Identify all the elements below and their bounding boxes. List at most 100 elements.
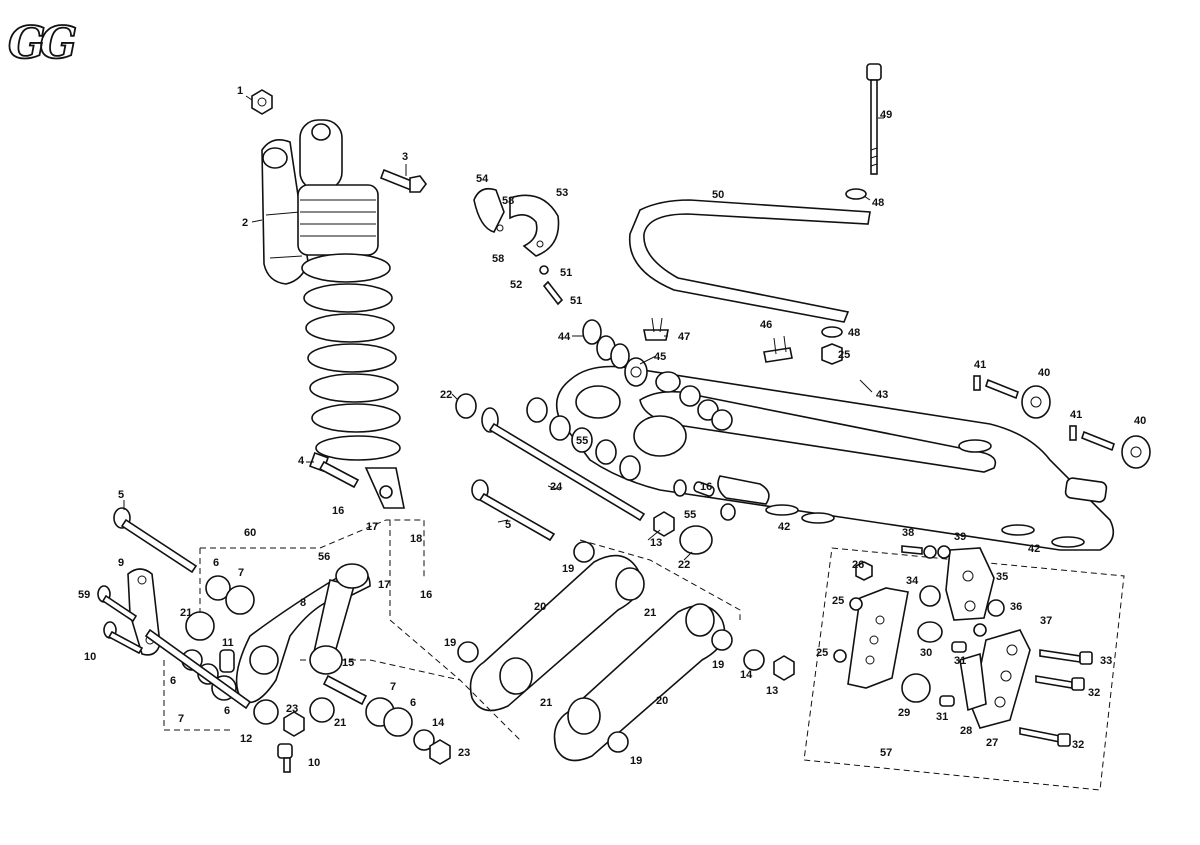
- callout-20-upper: 20: [534, 601, 546, 613]
- callout-26: 26: [852, 559, 864, 571]
- washer-part-21-lower: [309, 697, 335, 723]
- group-57-box: [803, 547, 1125, 791]
- callout-50: 50: [712, 189, 724, 201]
- callout-25-top: 25: [838, 349, 850, 361]
- spacer-part-15: [322, 674, 368, 706]
- brand-logo-text: GG: [8, 18, 76, 69]
- callout-39: 39: [954, 531, 966, 543]
- chain-pads-42-left: [765, 504, 835, 524]
- group-60-box-right: [389, 520, 521, 741]
- callout-21-lower: 21: [334, 717, 346, 729]
- bolt-part-49: [866, 63, 882, 175]
- bolt-part-38: [901, 545, 937, 559]
- callout-6-upper: 6: [213, 557, 219, 569]
- bolt-part-10-lower: [277, 743, 293, 773]
- callout-19-c: 19: [712, 659, 724, 671]
- callout-4: 4: [298, 455, 305, 467]
- callout-30: 30: [920, 647, 932, 659]
- callout-19-d: 19: [630, 755, 642, 767]
- callout-41-lower: 41: [1070, 409, 1082, 421]
- callout-31-lower: 31: [936, 711, 948, 723]
- callout-31-upper: 31: [954, 655, 966, 667]
- rocker-arm: [235, 563, 371, 725]
- callout-2: 2: [242, 217, 248, 229]
- callout-33: 33: [1100, 655, 1112, 667]
- nut-part-13-top: [653, 511, 675, 537]
- dogbone-link-lower: [553, 603, 726, 762]
- chain-pads-42-right: [1001, 524, 1085, 548]
- callout-32-lower: 32: [1072, 739, 1084, 751]
- nut-part-13-right: [773, 655, 795, 681]
- bolt-part-10-left: [103, 621, 144, 655]
- callout-6-right: 6: [410, 697, 416, 709]
- bearing-set-44-45: [582, 319, 648, 387]
- callout-40-upper: 40: [1038, 367, 1050, 379]
- bushings-part-19: [457, 541, 733, 753]
- callout-43: 43: [876, 389, 888, 401]
- callout-23-upper: 23: [286, 703, 298, 715]
- callout-25-box-lower: 25: [816, 647, 828, 659]
- nut-part-26-box: [855, 561, 873, 581]
- dogbone-link-upper: [469, 554, 645, 712]
- callout-16-right: 16: [420, 589, 432, 601]
- chain-adjuster-lower: [1069, 425, 1151, 469]
- callout-10-lower: 10: [308, 757, 320, 769]
- callout-52: 52: [510, 279, 522, 291]
- callout-32-upper: 32: [1088, 687, 1100, 699]
- callout-20-lower: 20: [656, 695, 668, 707]
- plate-part-27-28: [959, 629, 1031, 729]
- callout-55-lower: 55: [684, 509, 696, 521]
- bushings-part-6-7-upper: [205, 575, 255, 615]
- callout-21-left: 21: [180, 607, 192, 619]
- pins-part-31: [939, 641, 967, 707]
- clip-part-47: [643, 317, 669, 341]
- callout-9: 9: [118, 557, 124, 569]
- cap-part-22-bottom: [679, 525, 713, 555]
- callout-25-box-upper: 25: [832, 595, 844, 607]
- washer-part-25-upper: [849, 597, 863, 611]
- nut-part-23-lower: [429, 739, 451, 765]
- chain-guide-bracket: [473, 187, 564, 306]
- callout-21-link-lower: 21: [540, 697, 552, 709]
- nut-part-25-top: [821, 343, 843, 365]
- callout-3: 3: [402, 151, 408, 163]
- callout-15: 15: [342, 657, 354, 669]
- washer-part-14-right: [743, 649, 765, 671]
- washer-part-37: [973, 623, 987, 637]
- shock-absorber: [261, 119, 405, 509]
- bolt-part-4: [309, 452, 360, 489]
- callout-19-b: 19: [444, 637, 456, 649]
- callout-47: 47: [678, 331, 690, 343]
- group-box-links: [579, 539, 741, 620]
- callout-19-a: 19: [562, 563, 574, 575]
- washer-part-48-bottom: [821, 326, 843, 338]
- leader-lines: [123, 95, 884, 561]
- nut-part-23-upper: [283, 711, 305, 737]
- callout-1: 1: [237, 85, 243, 97]
- pivot-bushings: [655, 371, 733, 431]
- plate-part-34-35: [919, 547, 995, 621]
- nut-part-1: [251, 89, 273, 115]
- callout-18: 18: [410, 533, 422, 545]
- callout-7-right: 7: [390, 681, 396, 693]
- bolts-part-32-33: [1019, 649, 1093, 747]
- callout-34: 34: [906, 575, 919, 587]
- callout-6-lower: 6: [224, 705, 230, 717]
- callout-13-right: 13: [766, 685, 778, 697]
- brand-logo: GG: [7, 17, 82, 70]
- group-7-box: [163, 660, 230, 731]
- callout-53: 53: [556, 187, 568, 199]
- callout-58-upper: 58: [502, 195, 514, 207]
- callout-60: 60: [244, 527, 256, 539]
- callout-8: 8: [300, 597, 306, 609]
- washer-part-21-upper: [185, 611, 215, 641]
- callout-48-top: 48: [872, 197, 884, 209]
- callout-17-bottom: 17: [378, 579, 390, 591]
- bolt-part-5-middle: [471, 479, 556, 542]
- bolt-part-5-left: [113, 507, 198, 574]
- callout-5-middle: 5: [505, 519, 511, 531]
- callout-21-link: 21: [644, 607, 656, 619]
- callout-46: 46: [760, 319, 772, 331]
- spindle-bolt-24: [481, 407, 646, 522]
- callout-5-left: 5: [118, 489, 124, 501]
